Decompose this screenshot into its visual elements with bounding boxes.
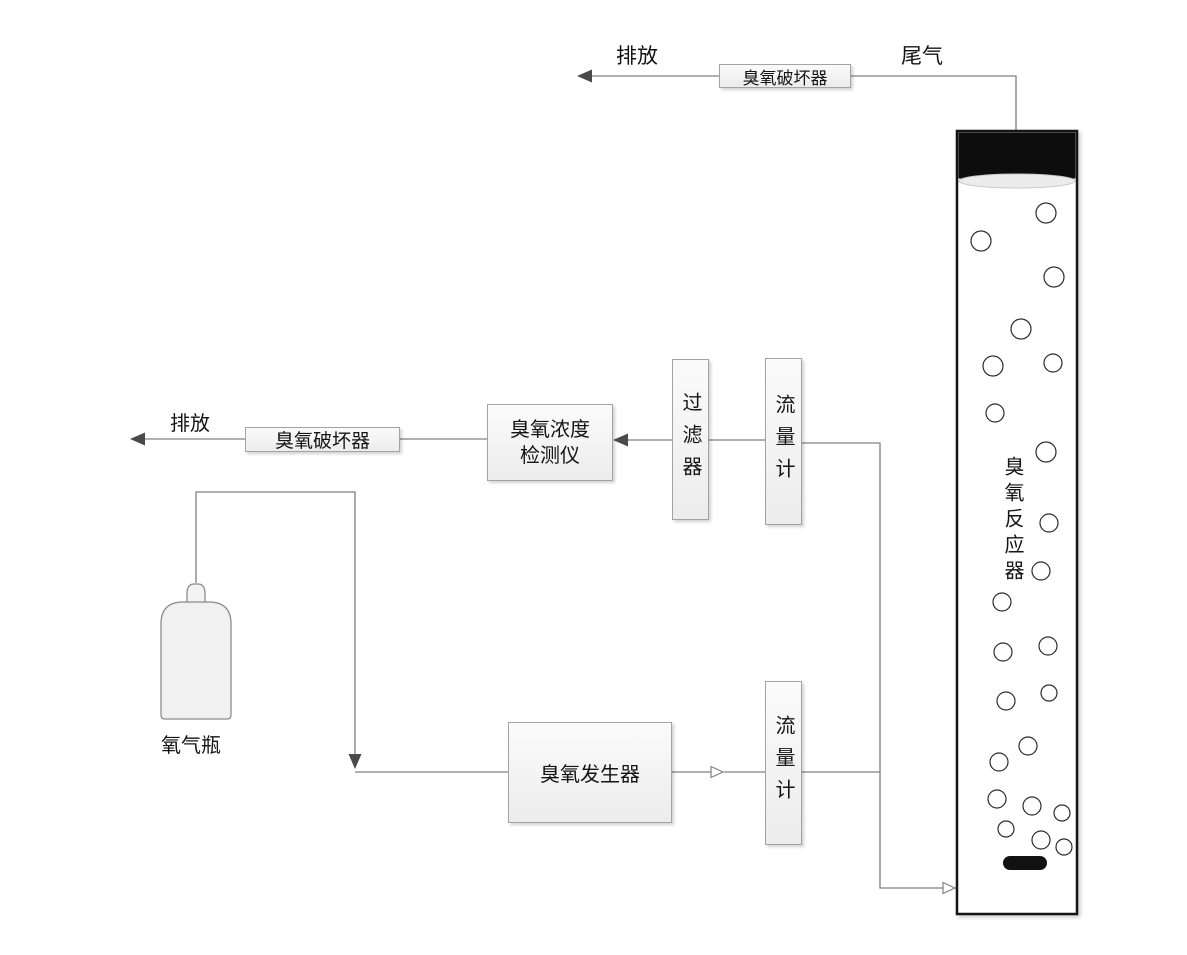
ozone-concentration-detector-box: 臭氧浓度 检测仪 <box>487 404 613 481</box>
discharge-label-mid: 排放 <box>170 413 210 435</box>
reactor-inlet-arrow-icon <box>942 881 957 895</box>
ozone-destructor-top-label: 臭氧破坏器 <box>742 68 828 88</box>
filter-label: 过滤器 <box>679 391 701 488</box>
reactor-vessel <box>955 129 1079 916</box>
reactor-headspace <box>958 132 1076 179</box>
feed-down-arrow-icon <box>348 754 362 769</box>
flow-meter-bottom-label: 流量计 <box>772 715 794 811</box>
solid-arrows <box>130 69 628 769</box>
flow-meter-bottom-box: 流量计 <box>765 681 802 845</box>
detector-label-line2: 检测仪 <box>520 444 580 467</box>
open-arrows <box>710 765 957 895</box>
reactor-label: 臭氧反应器 <box>1001 456 1023 586</box>
ozone-destructor-mid-label: 臭氧破坏器 <box>274 431 370 452</box>
generator-outlet-arrow-icon <box>710 765 725 779</box>
tail-gas-label: 尾气 <box>901 44 943 68</box>
ozone-reactor-column <box>955 129 1079 916</box>
discharge-arrow-mid-icon <box>130 432 145 446</box>
detector-label-line1: 臭氧浓度 <box>510 418 590 441</box>
ozone-generator-box: 臭氧发生器 <box>508 722 672 823</box>
bubbles <box>970 202 1073 856</box>
ozone-generator-label: 臭氧发生器 <box>540 764 640 786</box>
oxygen-cylinder-label: 氧气瓶 <box>161 735 221 757</box>
ozone-destructor-top-box: 臭氧破坏器 <box>719 64 851 88</box>
filter-box: 过滤器 <box>672 359 709 520</box>
detector-inlet-arrow-icon <box>613 433 628 447</box>
sparger <box>1003 856 1047 870</box>
discharge-arrow-top-icon <box>577 69 592 83</box>
cylinder-body <box>160 601 232 720</box>
oxygen-cylinder-icon <box>160 583 232 720</box>
pipe-lines <box>142 75 1017 889</box>
discharge-label-top: 排放 <box>616 44 658 68</box>
flow-meter-mid-box: 流量计 <box>765 358 802 525</box>
ozone-destructor-mid-box: 臭氧破坏器 <box>245 427 400 452</box>
liquid-surface <box>958 173 1076 189</box>
flow-meter-mid-label: 流量计 <box>772 393 794 490</box>
